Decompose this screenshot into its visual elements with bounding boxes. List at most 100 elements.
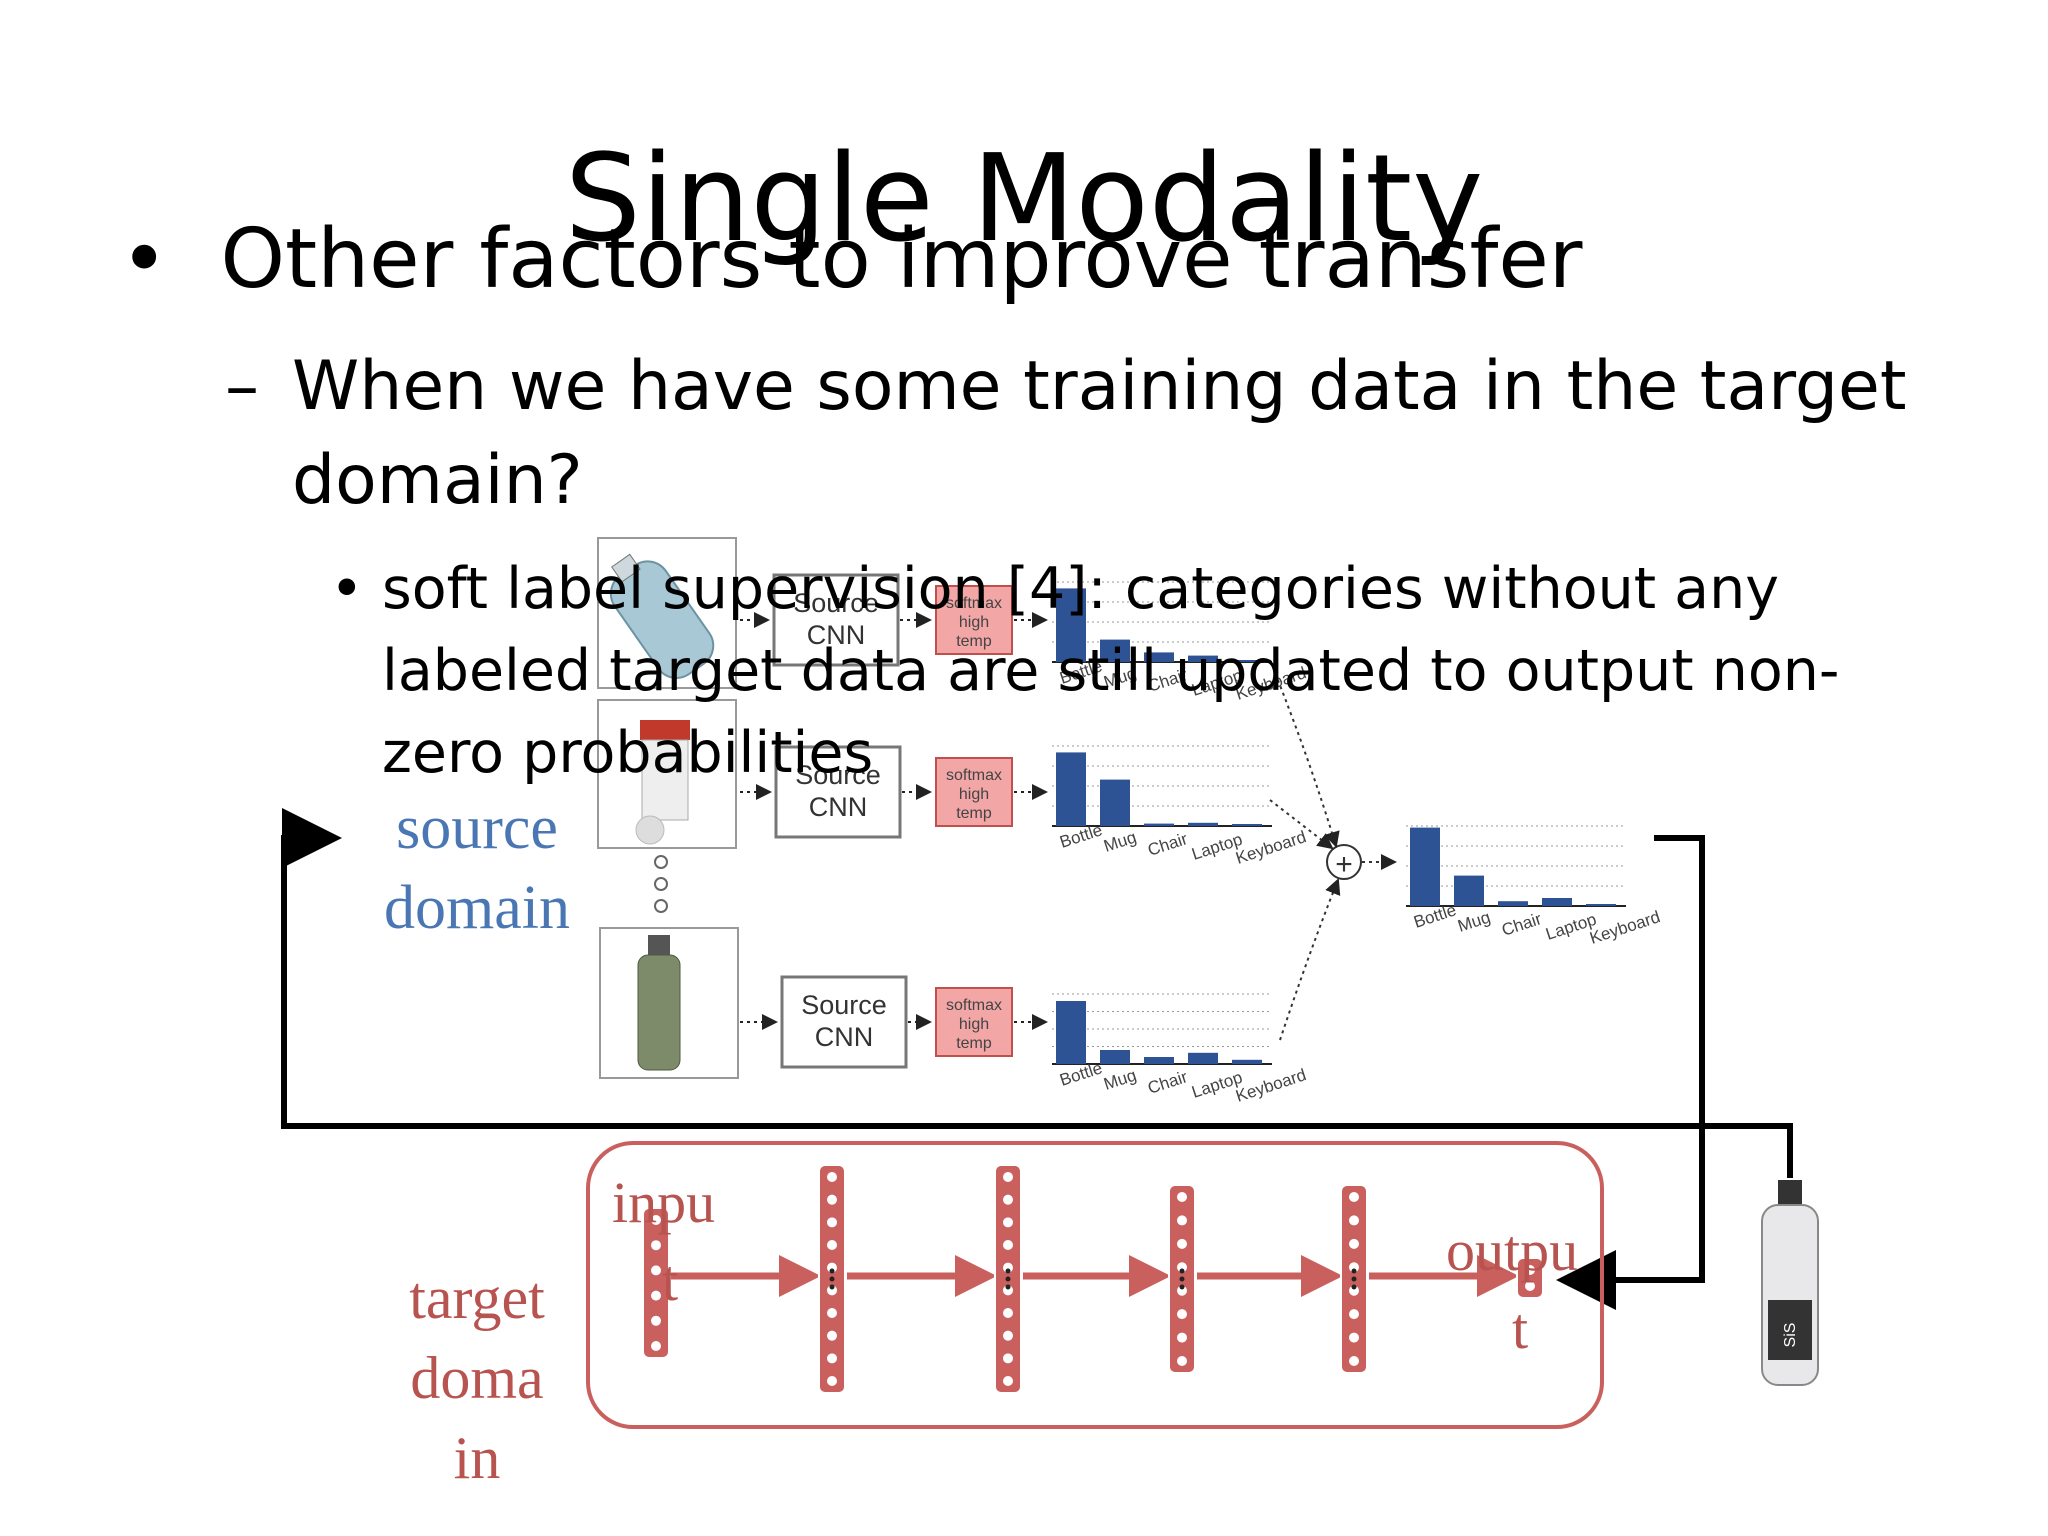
bullet-level-3: • soft label supervision [4]: categories… xyxy=(330,548,1950,794)
target-domain-label: target doma in xyxy=(409,1265,545,1491)
ellipsis-dot xyxy=(1179,1268,1185,1274)
source-image-2 xyxy=(597,699,737,849)
bar-mug xyxy=(1100,779,1130,826)
neuron xyxy=(1349,1356,1359,1366)
ellipsis-dot xyxy=(1179,1284,1185,1290)
neuron xyxy=(651,1315,661,1326)
bullet-2-text: When we have some training data in the t… xyxy=(292,347,1907,520)
neuron xyxy=(1349,1309,1359,1320)
neuron xyxy=(827,1353,837,1364)
output-label: outpu t xyxy=(1446,1218,1578,1361)
category-label: Keyboard xyxy=(1233,1065,1308,1106)
bar-keyboard xyxy=(1586,904,1616,906)
svg-text:SiS: SiS xyxy=(1782,1323,1799,1348)
neuron xyxy=(827,1262,837,1273)
source-cnn-label: Source xyxy=(795,760,881,790)
network-layer-5 xyxy=(1340,1184,1519,1374)
source-cnn-label: Source xyxy=(801,990,887,1020)
feedback-loop xyxy=(281,808,1793,1310)
neuron xyxy=(827,1240,837,1250)
softmax-label: softmax xyxy=(946,595,1002,612)
network-layer-1 xyxy=(642,1207,821,1359)
category-label: Mug xyxy=(1101,828,1138,856)
neuron xyxy=(1177,1309,1187,1320)
softmax-box xyxy=(935,757,1013,827)
bar-laptop xyxy=(1188,655,1218,662)
neuron xyxy=(827,1376,837,1386)
category-label: Mug xyxy=(1455,908,1492,936)
softmax-label: temp xyxy=(956,1035,992,1052)
neuron xyxy=(1177,1285,1187,1296)
neuron xyxy=(651,1240,661,1251)
neuron xyxy=(1003,1353,1013,1364)
network-layer-3 xyxy=(994,1164,1171,1394)
softmax-label: high xyxy=(959,614,989,631)
pipeline-rows: SourceCNNsoftmaxhightempSourceCNNsoftmax… xyxy=(740,573,1048,1069)
neuron xyxy=(1349,1285,1359,1296)
softmax-label: temp xyxy=(956,633,992,650)
target-image: SiS xyxy=(1761,1180,1819,1386)
bullet-marker-small: • xyxy=(330,556,364,622)
neuron xyxy=(1349,1215,1359,1226)
neuron xyxy=(651,1341,661,1351)
ellipsis-dot xyxy=(1005,1284,1011,1290)
neuron xyxy=(1003,1194,1013,1205)
softmax-label: high xyxy=(959,786,989,803)
svg-text:outpu: outpu xyxy=(1446,1218,1578,1283)
network-layers xyxy=(642,1164,1544,1394)
bar-keyboard xyxy=(1232,1059,1262,1064)
ellipsis-dot xyxy=(1351,1284,1357,1290)
bar-laptop xyxy=(1188,1052,1218,1064)
bar-bottle xyxy=(1410,827,1440,906)
source-cnn-box xyxy=(774,745,902,839)
bar-laptop xyxy=(1542,898,1572,906)
svg-text:target: target xyxy=(409,1265,545,1331)
bullet-level-2: – When we have some training data in the… xyxy=(225,340,1925,528)
svg-text:t: t xyxy=(1512,1296,1528,1361)
source-cnn-label: CNN xyxy=(807,620,866,650)
layer-bar xyxy=(1516,1257,1544,1299)
bar-bottle xyxy=(1056,1001,1086,1064)
softmax-label: softmax xyxy=(946,997,1002,1014)
ellipsis-dot xyxy=(829,1284,835,1290)
bullet-3-text: soft label supervision [4]: categories w… xyxy=(382,556,1840,787)
ellipsis-dot xyxy=(1005,1268,1011,1274)
bar-laptop xyxy=(1188,822,1218,826)
softmax-box xyxy=(935,987,1013,1057)
source-cnn-box xyxy=(772,573,900,667)
svg-text:inpu: inpu xyxy=(612,1170,715,1235)
neuron xyxy=(1003,1308,1013,1318)
network-layer-2 xyxy=(818,1164,997,1394)
softmax-label: high xyxy=(959,1016,989,1033)
bullet-1-text: Other factors to improve transfer xyxy=(220,212,1583,307)
neuron xyxy=(651,1290,661,1301)
ellipsis-dot xyxy=(1351,1276,1357,1282)
ellipsis-dot xyxy=(829,1268,835,1274)
ellipsis-dot xyxy=(1005,1276,1011,1282)
target-network xyxy=(586,1141,1604,1429)
ellipsis-dots xyxy=(654,855,668,913)
source-image-1 xyxy=(597,537,737,689)
category-label: Chair xyxy=(1499,909,1544,940)
neuron xyxy=(1177,1238,1187,1249)
neuron xyxy=(1177,1356,1187,1366)
dash-marker: – xyxy=(225,347,259,426)
neuron xyxy=(1177,1192,1187,1202)
neuron xyxy=(1003,1217,1013,1228)
neuron xyxy=(1003,1172,1013,1182)
neuron xyxy=(827,1285,837,1296)
bar-chair xyxy=(1498,901,1528,906)
bullet-marker: • xyxy=(120,212,169,307)
bar-mug xyxy=(1454,875,1484,906)
softmax-label: softmax xyxy=(946,767,1002,784)
bar-keyboard xyxy=(1232,824,1262,826)
neuron xyxy=(1349,1238,1359,1249)
bar-chair xyxy=(1144,823,1174,826)
category-label: Chair xyxy=(1145,1067,1190,1098)
neuron xyxy=(827,1217,837,1228)
bar-chair xyxy=(1144,652,1174,662)
category-label: Chair xyxy=(1145,829,1190,860)
